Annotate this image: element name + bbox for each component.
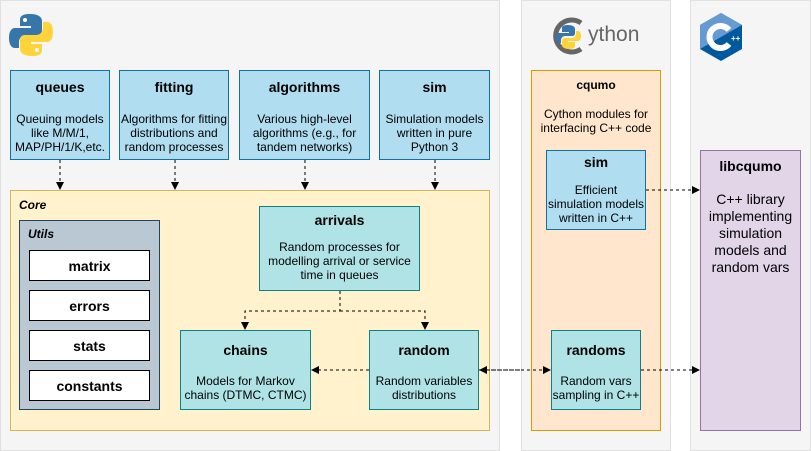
utils-item-constants: constants: [29, 370, 150, 401]
random-title: random: [398, 342, 450, 358]
utils-item-matrix: matrix: [29, 250, 150, 281]
chains-desc: Models for Markov chains (DTMC, CTMC): [184, 374, 307, 402]
cqumo-sim-module: sim Efficient simulation models written …: [546, 150, 646, 230]
fitting-module: fitting Algorithms for fitting distribut…: [119, 70, 229, 160]
chains-title: chains: [223, 342, 268, 358]
cython-logo-icon: ython: [549, 16, 649, 56]
arrivals-module: arrivals Random processes for modelling …: [259, 206, 420, 291]
chains-module: chains Models for Markov chains (DTMC, C…: [180, 330, 311, 410]
randoms-desc: Random vars sampling in C++: [552, 374, 640, 402]
sim-desc: Simulation models written in pure Python…: [385, 112, 484, 154]
core-label: Core: [19, 198, 47, 212]
utils-item-stats: stats: [29, 330, 150, 361]
random-desc: Random variables distributions: [375, 374, 473, 402]
algorithms-module: algorithms Various high-level algorithms…: [239, 70, 370, 160]
cqumo-sim-desc: Efficient simulation models written in C…: [547, 183, 645, 225]
queues-desc: Queuing models like M/M/1, MAP/PH/1/K,et…: [14, 112, 106, 154]
fitting-title: fitting: [154, 79, 194, 95]
queues-title: queues: [35, 79, 85, 95]
libcqumo-desc: C++ library implementing simulation mode…: [708, 191, 793, 275]
cqumo-desc: Cython modules for interfacing C++ code: [540, 107, 652, 135]
fitting-desc: Algorithms for fitting distributions and…: [120, 112, 228, 154]
randoms-module: randoms Random vars sampling in C++: [551, 330, 641, 410]
cpp-logo-icon: ++: [698, 12, 744, 62]
cqumo-sim-title: sim: [583, 154, 609, 170]
arrivals-desc: Random processes for modelling arrival o…: [268, 240, 411, 282]
cython-logo-text: ython: [588, 23, 640, 46]
algorithms-desc: Various high-level algorithms (e.g., for…: [252, 112, 357, 154]
utils-item-errors: errors: [29, 290, 150, 321]
arrivals-title: arrivals: [314, 212, 365, 228]
libcqumo-title: libcqumo: [719, 158, 782, 174]
libcqumo-container: libcqumo C++ library implementing simula…: [700, 150, 801, 431]
algorithms-title: algorithms: [268, 79, 341, 95]
utils-label: Utils: [28, 227, 55, 241]
python-logo-icon: [8, 12, 54, 58]
random-module: random Random variables distributions: [369, 330, 479, 410]
svg-text:++: ++: [731, 34, 741, 43]
queues-module: queues Queuing models like M/M/1, MAP/PH…: [10, 70, 110, 160]
cqumo-title: cqumo: [576, 78, 616, 92]
sim-title: sim: [422, 79, 447, 95]
sim-module: sim Simulation models written in pure Py…: [379, 70, 490, 160]
randoms-title: randoms: [566, 342, 626, 358]
